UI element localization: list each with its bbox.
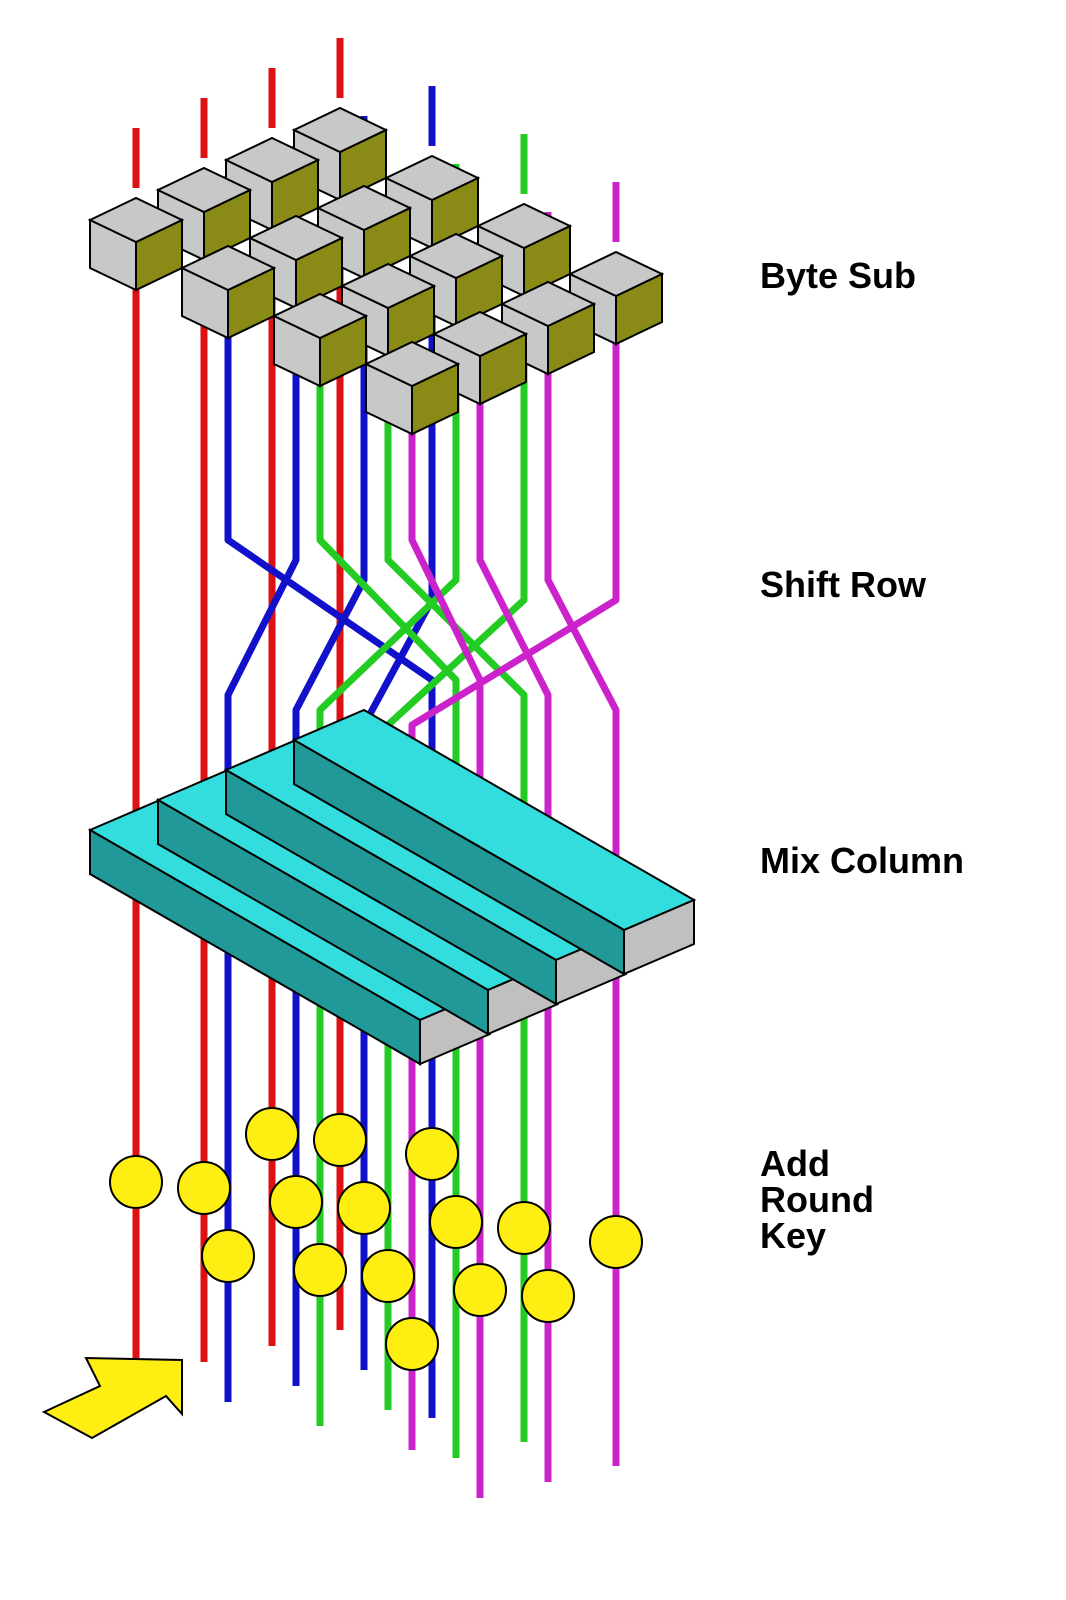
cube-icon-top bbox=[223, 136, 321, 184]
cube-icon-top bbox=[363, 340, 461, 388]
circle-icon bbox=[429, 1195, 483, 1249]
cube-icon-top bbox=[499, 280, 597, 328]
cube-icon-top bbox=[315, 184, 413, 232]
circle-icon bbox=[293, 1243, 347, 1297]
wire bbox=[408, 302, 620, 1450]
wire bbox=[316, 284, 460, 1426]
cube-icon-top bbox=[247, 214, 345, 262]
stage-label-shift-row: Shift Row bbox=[760, 564, 926, 605]
cube-icon-top bbox=[155, 166, 253, 214]
cube-icon-top bbox=[339, 262, 437, 310]
byte-sub-boxes bbox=[87, 106, 665, 436]
cube-icon-top bbox=[179, 244, 277, 292]
round-key-circles bbox=[109, 1107, 643, 1371]
circle-icon bbox=[589, 1215, 643, 1269]
wire bbox=[476, 362, 552, 1482]
stage-label-add-round-key-line: Key bbox=[760, 1215, 827, 1256]
circle-icon bbox=[269, 1175, 323, 1229]
circle-icon bbox=[361, 1249, 415, 1303]
circle-icon bbox=[201, 1229, 255, 1283]
circle-icon bbox=[337, 1181, 391, 1235]
cube-icon-top bbox=[291, 106, 389, 154]
circle-icon bbox=[177, 1161, 231, 1215]
circle-icon bbox=[453, 1263, 507, 1317]
stage-label-mix-column: Mix Column bbox=[760, 840, 964, 881]
mix-column-block-end bbox=[623, 898, 695, 976]
circle-icon bbox=[521, 1269, 575, 1323]
circle-icon bbox=[497, 1201, 551, 1255]
stage-label-add-round-key-line: Add bbox=[760, 1143, 830, 1184]
circle-icon bbox=[313, 1113, 367, 1167]
cube-icon-top bbox=[383, 154, 481, 202]
arrow-up-right-icon bbox=[41, 1356, 183, 1440]
wires-lower bbox=[132, 158, 620, 1498]
wire bbox=[544, 332, 620, 1466]
cube-icon-top bbox=[87, 196, 185, 244]
mix-column-units bbox=[87, 708, 697, 1066]
cube-icon-top bbox=[431, 310, 529, 358]
cube-icon-top bbox=[567, 250, 665, 298]
wire bbox=[316, 344, 460, 1458]
cube-icon-top bbox=[271, 292, 369, 340]
wire bbox=[292, 236, 368, 1386]
wire bbox=[224, 266, 300, 1402]
cube-icon-top bbox=[475, 202, 573, 250]
wire bbox=[408, 392, 484, 1498]
circle-icon bbox=[405, 1127, 459, 1181]
wire bbox=[384, 254, 528, 1410]
circle-icon bbox=[245, 1107, 299, 1161]
cube-icon-top bbox=[407, 232, 505, 280]
stage-label-add-round-key: Add Round Key bbox=[760, 1146, 874, 1254]
circle-icon bbox=[109, 1155, 163, 1209]
stage-label-add-round-key-line: Round bbox=[760, 1179, 874, 1220]
stage-label-byte-sub: Byte Sub bbox=[760, 255, 917, 296]
circle-icon bbox=[385, 1317, 439, 1371]
